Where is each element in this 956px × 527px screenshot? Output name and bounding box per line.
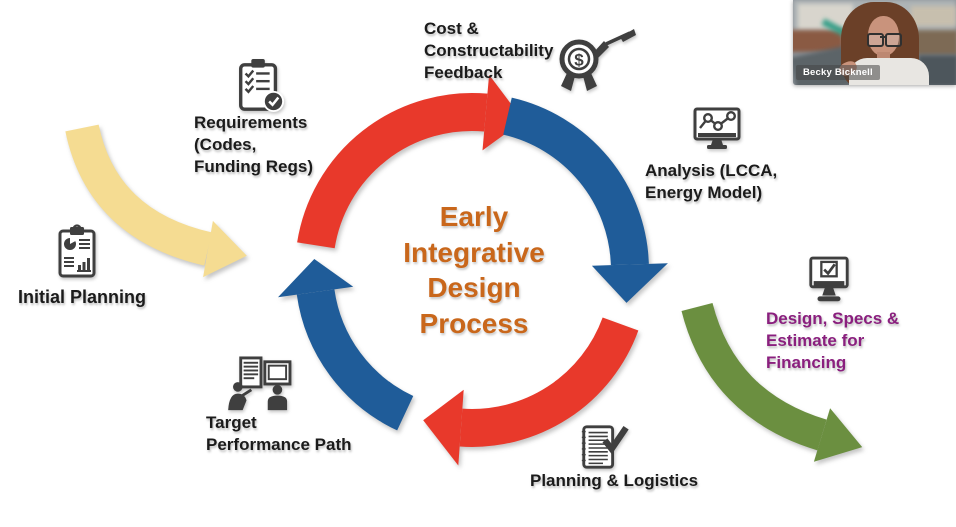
monitor-check-icon — [809, 256, 849, 302]
cycle-title: Early Integrative Design Process — [403, 201, 545, 339]
dollar-glyph: $ — [574, 51, 584, 70]
speaker-glasses-bridge — [880, 36, 886, 38]
label-initial-planning: Initial Planning — [18, 287, 147, 307]
label-planning-logistics: Planning & Logistics — [530, 471, 699, 490]
output-arrow — [681, 302, 827, 451]
meeting-presentation-icon — [228, 356, 292, 411]
initial-planning-arrow — [65, 124, 213, 266]
label-cost-constructability-feedback: Cost & Constructability Feedback — [424, 19, 554, 82]
initial-planning-arrowhead — [203, 220, 247, 278]
speaker-name-tag: Becky Bicknell — [796, 65, 880, 80]
cycle-arc-blue-right — [502, 97, 649, 266]
output-arrowhead — [813, 408, 863, 462]
cycle-arc-red-bottom — [459, 317, 639, 447]
label-design-specs-estimate: Design, Specs & Estimate for Financing — [766, 309, 900, 372]
cycle-arrowhead-blue-left — [278, 259, 354, 298]
speaker-neck — [877, 52, 890, 62]
cam-bg-buildings-right — [911, 6, 956, 26]
cycle-arc-red-top — [297, 93, 488, 249]
clipboard-chart-icon — [58, 224, 96, 278]
label-target-performance-path: Target Performance Path — [206, 413, 352, 454]
dollar-target-icon: $ — [559, 29, 636, 91]
cycle-arc-blue-left — [296, 288, 414, 431]
monitor-graph-icon — [693, 107, 741, 149]
cam-bg-roofs-right — [913, 30, 956, 55]
clipboard-checklist-icon — [239, 59, 285, 113]
cam-bg-roofs — [793, 30, 843, 52]
notepad-check-icon — [581, 425, 629, 469]
cycle-arrowhead-red-bottom — [423, 389, 464, 466]
webcam-overlay[interactable]: Becky Bicknell — [793, 0, 956, 85]
label-analysis: Analysis (LCCA, Energy Model) — [645, 161, 778, 202]
speaker-glasses-left — [867, 33, 884, 47]
cycle-arrowhead-red-top — [482, 74, 524, 151]
label-requirements: Requirements (Codes, Funding Regs) — [194, 113, 313, 176]
speaker-glasses-right — [885, 33, 902, 47]
cycle-arrowhead-blue-right — [591, 263, 668, 303]
